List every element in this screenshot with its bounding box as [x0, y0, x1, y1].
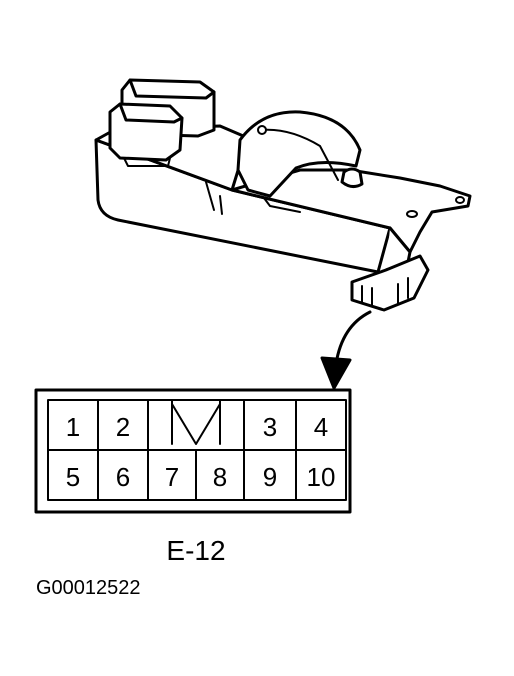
arrow-head — [320, 356, 352, 390]
arrow-shaft — [334, 310, 372, 366]
connector-key-notch — [171, 399, 221, 445]
body-rib-2 — [219, 195, 223, 215]
pin-label-9: 9 — [263, 462, 277, 492]
body-rib — [205, 181, 215, 211]
switch-assembly — [94, 78, 472, 312]
rocker-seam — [261, 128, 339, 181]
rocker-pivot — [257, 125, 267, 135]
switch-body-front — [94, 138, 392, 274]
pin-label-6: 6 — [116, 462, 130, 492]
pointer-arrow — [320, 310, 372, 390]
connector-face: 1 2 3 4 5 6 7 8 9 10 — [34, 388, 352, 514]
pin-label-1: 1 — [66, 412, 80, 442]
pin-label-8: 8 — [213, 462, 227, 492]
pin-label-5: 5 — [66, 462, 80, 492]
pin-label-7: 7 — [165, 462, 179, 492]
lock-knob — [340, 167, 364, 189]
pin-label-3: 3 — [263, 412, 277, 442]
plate-hole — [406, 210, 418, 218]
plate-hole-right — [455, 196, 465, 204]
rear-button-face — [128, 78, 216, 100]
front-button-face — [118, 102, 184, 124]
figure-code-label: G00012522 — [36, 577, 141, 599]
front-button-base — [123, 157, 171, 167]
pin-label-2: 2 — [116, 412, 130, 442]
connector-id-label: E-12 — [166, 535, 225, 566]
front-switch-button — [108, 102, 184, 162]
pin-label-4: 4 — [314, 412, 328, 442]
body-rib-3 — [263, 197, 301, 213]
pin-label-10: 10 — [307, 462, 336, 492]
rocker-switch — [236, 110, 362, 198]
